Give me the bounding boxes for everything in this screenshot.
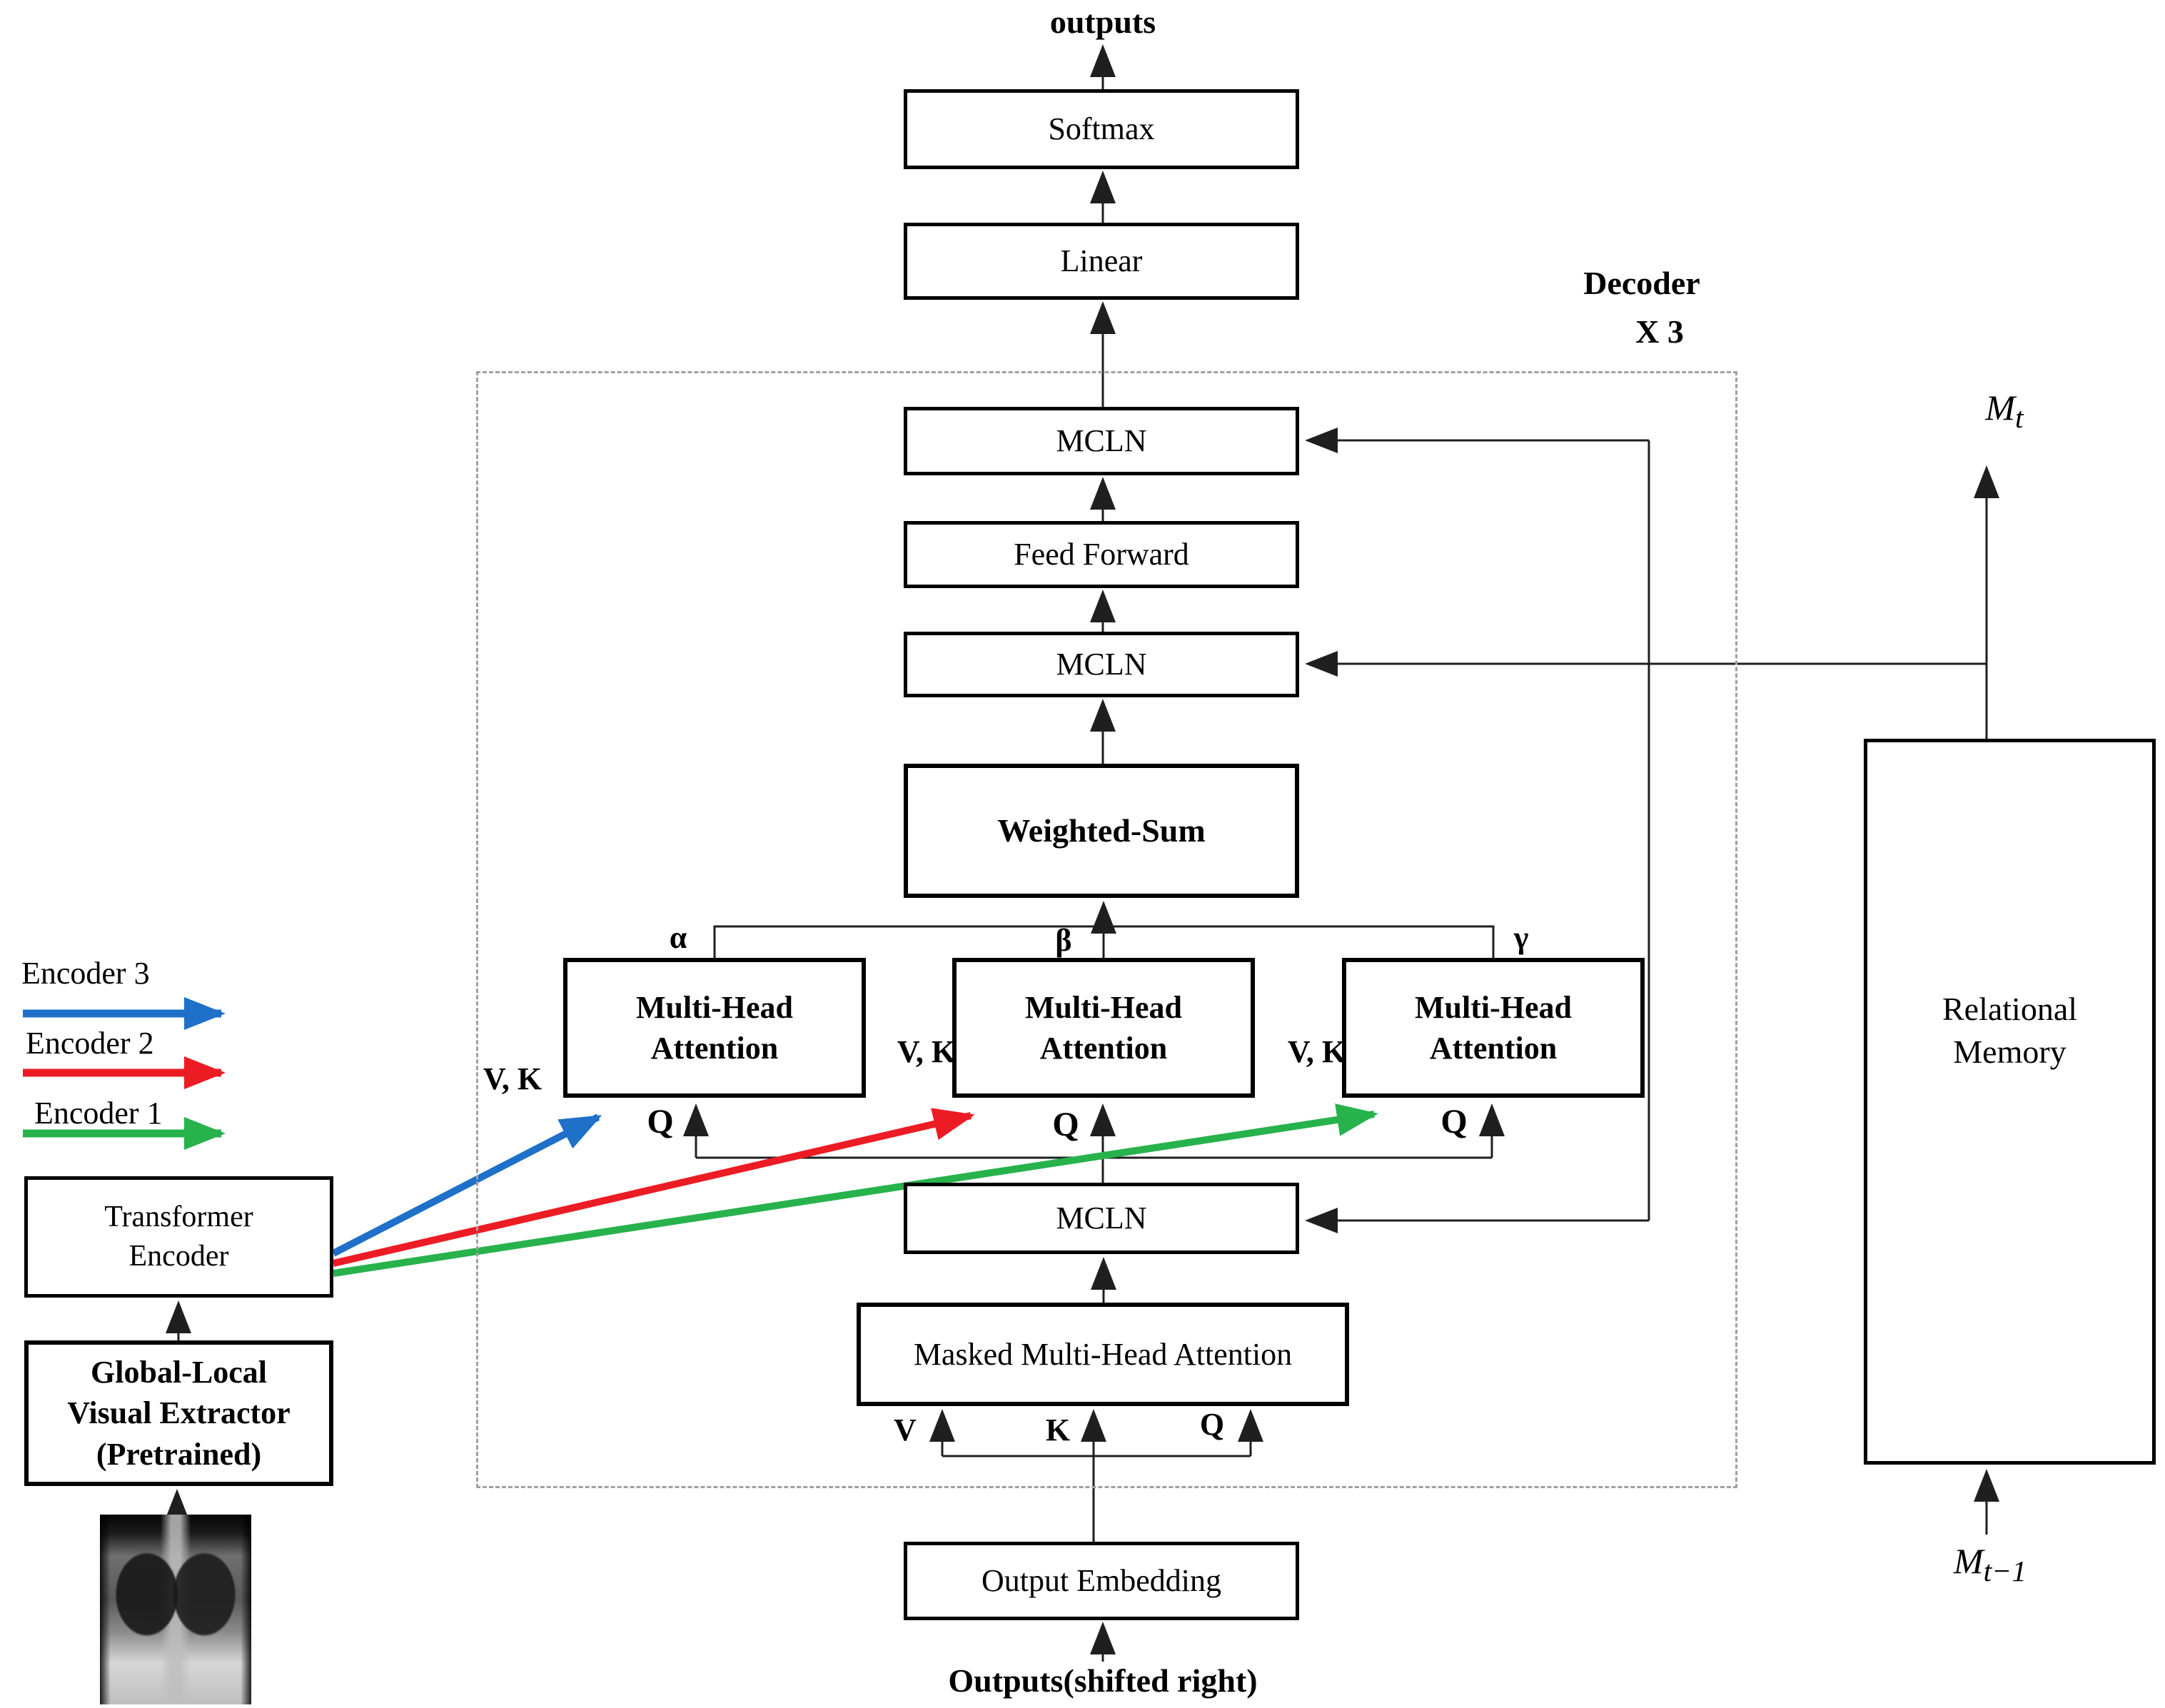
- q-label-right: Q: [1440, 1103, 1468, 1141]
- decoder-repeat-label: X 3: [1635, 313, 1684, 350]
- encoder1-arrow: [333, 1103, 1378, 1277]
- vk-label-right: V, K: [1287, 1034, 1347, 1069]
- masked-multi-head-attention-block: Masked Multi-Head Attention: [857, 1303, 1349, 1406]
- softmax-block: Softmax: [904, 89, 1299, 169]
- legend-encoder2-label: Encoder 2: [26, 1026, 154, 1061]
- softmax-label: Softmax: [1048, 111, 1155, 147]
- masked-input-k-label: K: [1045, 1413, 1071, 1447]
- multi-head-attention-left-block: Multi-Head Attention: [563, 958, 866, 1098]
- mha-right-line2: Attention: [1429, 1031, 1558, 1066]
- mha-mid-line1: Multi-Head: [1025, 989, 1182, 1025]
- multi-head-attention-right-block: Multi-Head Attention: [1342, 958, 1645, 1098]
- alpha-weight-label: α: [669, 920, 687, 955]
- mcln-mid-block: MCLN: [904, 632, 1299, 697]
- masked-input-v-label: V: [894, 1413, 917, 1447]
- vk-label-mid: V, K: [897, 1034, 957, 1069]
- mt-subscript: t: [2015, 402, 2024, 435]
- q-label-mid: Q: [1052, 1106, 1079, 1143]
- q-label-left: Q: [647, 1103, 674, 1141]
- beta-weight-label: β: [1055, 923, 1072, 958]
- global-local-visual-extractor-block: Global-Local Visual Extractor (Pretraine…: [24, 1340, 333, 1486]
- mha-mid-line2: Attention: [1039, 1031, 1168, 1066]
- decoder-label: Decoder: [1583, 265, 1700, 301]
- mcln-mid-label: MCLN: [1056, 647, 1147, 682]
- chest-xray-image: [100, 1515, 251, 1704]
- legend-encoder3-label: Encoder 3: [21, 956, 150, 991]
- relational-memory-line1: Relational: [1942, 990, 2078, 1027]
- mcln-bottom-label: MCLN: [1056, 1201, 1147, 1236]
- multi-head-attention-mid-block: Multi-Head Attention: [952, 958, 1255, 1098]
- gamma-weight-label: γ: [1513, 920, 1529, 955]
- transformer-encoder-line1: Transformer: [104, 1201, 253, 1234]
- weighted-sum-block: Weighted-Sum: [904, 764, 1299, 898]
- relational-memory-line2: Memory: [1953, 1033, 2066, 1070]
- mt-prev-subscript: t−1: [1983, 1555, 2027, 1588]
- relational-memory-block: Relational Memory: [1864, 739, 2156, 1465]
- encoder2-arrow: [332, 1108, 975, 1267]
- encoder3-arrow: [331, 1113, 602, 1257]
- memory-mt-prev-label: Mt−1: [1912, 1542, 2069, 1589]
- memory-mt-label: Mt: [1947, 388, 2061, 435]
- mcln-top-block: MCLN: [904, 407, 1299, 475]
- vk-label-left: V, K: [483, 1061, 542, 1096]
- mcln-top-label: MCLN: [1056, 423, 1147, 459]
- feed-forward-block: Feed Forward: [904, 521, 1299, 588]
- glve-line3: (Pretrained): [96, 1436, 262, 1472]
- linear-label: Linear: [1060, 243, 1143, 279]
- transformer-encoder-block: Transformer Encoder: [24, 1176, 333, 1298]
- encoder-output-arrows: [331, 1103, 1378, 1277]
- weighted-sum-label: Weighted-Sum: [997, 812, 1206, 849]
- masked-input-q-label: Q: [1199, 1407, 1225, 1442]
- glve-line2: Visual Extractor: [67, 1395, 291, 1431]
- glve-line1: Global-Local: [91, 1355, 267, 1390]
- mt-prev-base: M: [1953, 1541, 1984, 1581]
- outputs-label: outputs: [1049, 4, 1156, 40]
- transformer-encoder-line2: Encoder: [128, 1240, 229, 1273]
- legend-encoder1-label: Encoder 1: [34, 1096, 163, 1131]
- decoder-dashed-region: [476, 371, 1737, 1488]
- linear-block: Linear: [904, 223, 1299, 300]
- outputs-shifted-right-label: Outputs(shifted right): [948, 1662, 1258, 1699]
- mha-right-line1: Multi-Head: [1415, 989, 1572, 1025]
- mha-left-line2: Attention: [650, 1031, 779, 1066]
- mha-left-line1: Multi-Head: [636, 989, 793, 1025]
- output-embedding-block: Output Embedding: [904, 1542, 1299, 1620]
- mcln-bottom-block: MCLN: [904, 1183, 1299, 1254]
- black-connectors: [164, 44, 1999, 1662]
- feed-forward-label: Feed Forward: [1014, 537, 1189, 572]
- legend-arrows: [23, 997, 226, 1150]
- mt-base: M: [1985, 388, 2016, 428]
- output-embedding-label: Output Embedding: [981, 1563, 1222, 1599]
- masked-mha-label: Masked Multi-Head Attention: [913, 1336, 1293, 1372]
